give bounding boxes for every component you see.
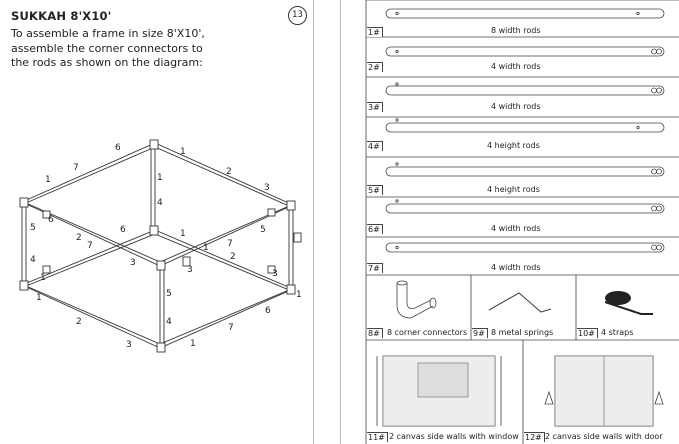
diagram-label: 3 <box>126 340 132 350</box>
left-page: SUKKAH 8'X10' To assemble a frame in siz… <box>0 0 314 444</box>
diagram-label: 5 <box>260 225 266 235</box>
part-label: 4 straps <box>601 328 634 337</box>
frame-diagram: 6 1 7 1 2 3 1 4 5 6 3 5 4 2 7 6 1 3 2 7 … <box>19 139 302 353</box>
part-number: 1# <box>367 27 383 37</box>
part-number: 9# <box>472 328 488 338</box>
part-number: 8# <box>367 328 383 338</box>
diagram-label: 1 <box>180 229 186 239</box>
strap-icon <box>605 291 631 305</box>
diagram-label: 6 <box>120 225 126 235</box>
part-number: 7# <box>367 263 383 273</box>
part-number: 2# <box>367 62 383 72</box>
diagram-label: 4 <box>166 317 172 327</box>
part-number: 11# <box>367 432 388 442</box>
diagram-label: 3 <box>272 269 278 279</box>
diagram-label: 7 <box>227 239 233 249</box>
diagram-label: 6 <box>265 306 271 316</box>
diagram-label: 7 <box>228 323 234 333</box>
diagram-label: 6 <box>48 215 54 225</box>
part-number: 6# <box>367 224 383 234</box>
part-label: 4 width rods <box>491 263 541 272</box>
part-label: 2 canvas side walls with window <box>389 432 519 441</box>
diagram-label: 1 <box>190 339 196 349</box>
part-label: 4 width rods <box>491 102 541 111</box>
part-label: 8 width rods <box>491 26 541 35</box>
page-number: 13 <box>288 6 307 25</box>
diagram-label: 6 <box>115 143 121 153</box>
part-label: 8 corner connectors <box>387 328 468 337</box>
diagram-label: 3 <box>130 258 136 268</box>
part-number: 3# <box>367 102 383 112</box>
part-number: 5# <box>367 185 383 195</box>
diagram-label: 1 <box>157 173 163 183</box>
diagram-label: 1 <box>296 290 302 300</box>
diagram-label: 1 <box>40 273 46 283</box>
part-label: 4 height rods <box>487 185 540 194</box>
right-page: 1# 8 width rods 2# 4 width rods 3# 4 wid… <box>340 0 679 444</box>
instructions-text: To assemble a frame in size 8'X10', asse… <box>11 27 205 69</box>
diagram-label: 3 <box>187 265 193 275</box>
part-label: 2 canvas side walls with door <box>545 432 663 441</box>
diagram-label: 1 <box>45 175 51 185</box>
part-number: 4# <box>367 141 383 151</box>
diagram-label: 5 <box>30 223 36 233</box>
part-label: 4 width rods <box>491 62 541 71</box>
part-label: 4 width rods <box>491 224 541 233</box>
diagram-label: 1 <box>203 243 209 253</box>
diagram-label: 2 <box>76 317 82 327</box>
diagram-label: 1 <box>36 293 42 303</box>
diagram-label: 2 <box>76 233 82 243</box>
diagram-label: 5 <box>166 289 172 299</box>
page-title: SUKKAH 8'X10' <box>11 9 112 23</box>
diagram-label: 7 <box>87 241 93 251</box>
diagram-label: 4 <box>157 198 163 208</box>
part-label: 4 height rods <box>487 141 540 150</box>
diagram-label: 7 <box>73 163 79 173</box>
diagram-label: 2 <box>226 167 232 177</box>
part-label: 8 metal springs <box>491 328 554 337</box>
diagram-label: 1 <box>180 147 186 157</box>
part-number: 10# <box>577 328 598 338</box>
diagram-label: 2 <box>230 252 236 262</box>
parts-diagram <box>365 0 679 444</box>
part-number: 12# <box>524 432 545 442</box>
diagram-label: 4 <box>30 255 36 265</box>
diagram-label: 3 <box>264 183 270 193</box>
